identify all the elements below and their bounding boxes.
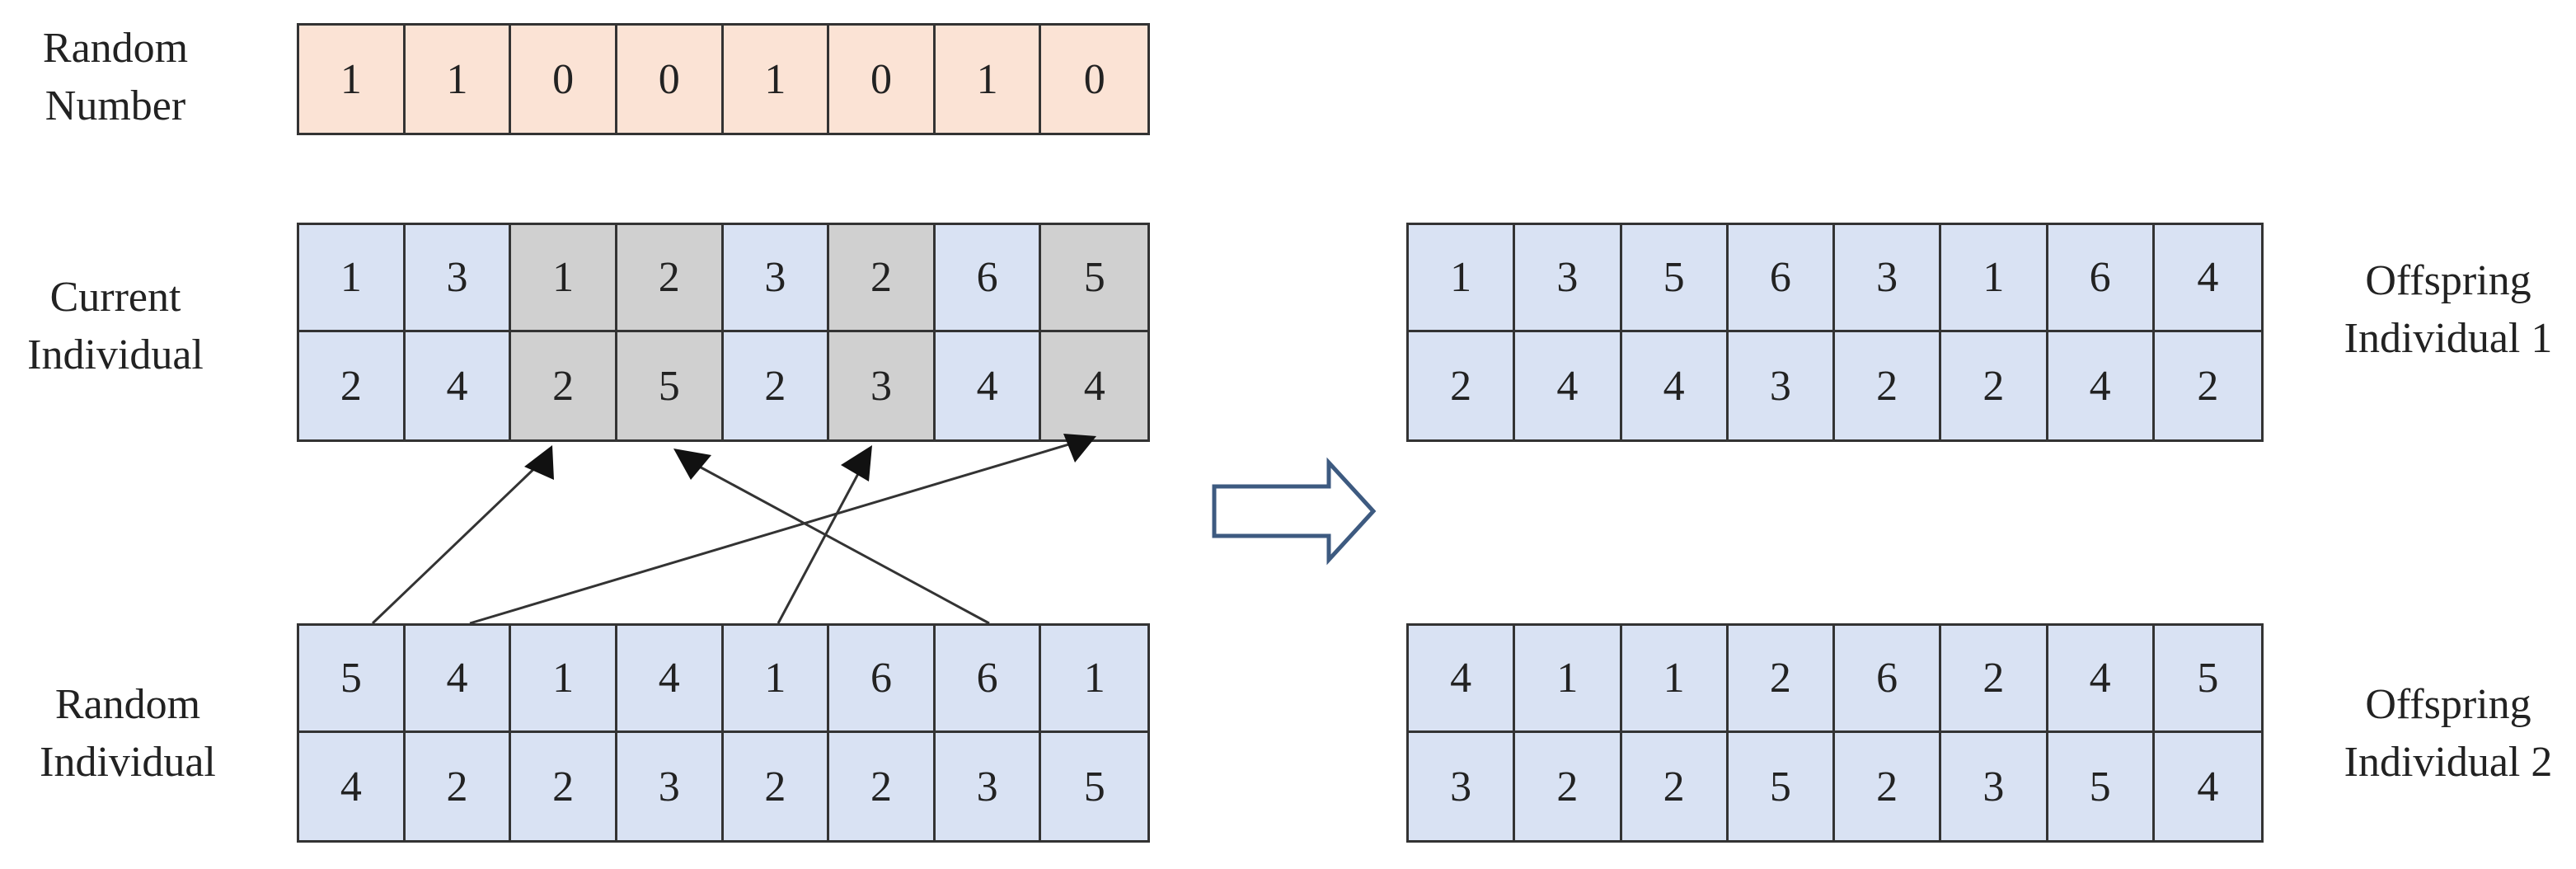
random-individual-cell: 2 (405, 733, 512, 840)
offspring-1-cell: 1 (1941, 225, 2048, 332)
random-individual-cell: 2 (829, 733, 936, 840)
arrowhead-col8 (1063, 434, 1096, 463)
label-offspring-individual-1: Offspring Individual 1 (2344, 257, 2553, 362)
offspring-1-cell: 2 (2154, 332, 2261, 439)
random-individual-cell: 6 (935, 626, 1042, 733)
offspring-2-cell: 1 (1621, 626, 1729, 733)
arrowhead-col4 (673, 449, 711, 480)
random-individual-cell: 1 (723, 626, 830, 733)
arrowhead-col3 (524, 445, 554, 480)
current-individual-cell: 6 (935, 225, 1042, 332)
offspring-1-cell: 4 (2048, 332, 2155, 439)
random-individual-cell: 3 (617, 733, 724, 840)
label-random-individual: Random Individual (40, 681, 216, 786)
offspring-1-cell: 5 (1621, 225, 1729, 332)
current-individual-cell: 1 (511, 225, 617, 332)
arrowhead-col6 (841, 445, 872, 481)
current-individual-cell: 4 (935, 332, 1042, 439)
random-individual-cell: 2 (511, 733, 617, 840)
random-individual-cell: 5 (299, 626, 406, 733)
label-random-number: Random Number (42, 25, 189, 129)
block-arrow-icon (1212, 457, 1377, 566)
random-individual-cell: 6 (829, 626, 936, 733)
offspring-2-cell: 2 (1515, 733, 1622, 840)
random-number-cell: 0 (1041, 26, 1147, 133)
random-individual-cell: 2 (723, 733, 830, 840)
random-individual-cell: 1 (1041, 626, 1147, 733)
random-number-cell: 0 (617, 26, 724, 133)
offspring-2-cell: 2 (1728, 626, 1835, 733)
random-individual-cell: 1 (511, 626, 617, 733)
offspring-1-cell: 2 (1409, 332, 1516, 439)
offspring-1-cell: 2 (1835, 332, 1942, 439)
offspring-2-cell: 5 (1728, 733, 1835, 840)
offspring-2-cell: 2 (1941, 626, 2048, 733)
offspring-1-cell: 6 (2048, 225, 2155, 332)
current-individual-cell: 4 (1041, 332, 1147, 439)
random-individual-cell: 3 (935, 733, 1042, 840)
random-number-cell: 1 (723, 26, 830, 133)
current-individual-cell: 2 (617, 225, 724, 332)
offspring-1-cell: 6 (1728, 225, 1835, 332)
offspring-2-cell: 4 (1409, 626, 1516, 733)
current-individual-cell: 3 (405, 225, 512, 332)
arrow-gene7-to-col4 (683, 457, 990, 625)
label-current-individual: Current Individual (27, 274, 204, 378)
random-number-cell: 0 (829, 26, 936, 133)
current-individual-cell: 2 (723, 332, 830, 439)
current-individual-cell: 1 (299, 225, 406, 332)
offspring-1-cell: 3 (1728, 332, 1835, 439)
offspring-1-cell: 4 (1515, 332, 1622, 439)
random-individual-cell: 4 (405, 626, 512, 733)
offspring-1-cell: 4 (2154, 225, 2261, 332)
random-individual-cell: 4 (299, 733, 406, 840)
offspring-2-cell: 4 (2154, 733, 2261, 840)
label-offspring-individual-2: Offspring Individual 2 (2344, 681, 2553, 786)
offspring-2-cell: 5 (2048, 733, 2155, 840)
offspring-1-cell: 3 (1835, 225, 1942, 332)
arrow-gene1-to-col3 (371, 457, 547, 625)
current-individual-cell: 3 (723, 225, 830, 332)
current-individual-cell: 5 (617, 332, 724, 439)
offspring-2-cell: 3 (1941, 733, 2048, 840)
random-individual-cell: 4 (617, 626, 724, 733)
random-number-cell: 0 (511, 26, 617, 133)
random-number-cell: 1 (935, 26, 1042, 133)
offspring-1-cell: 1 (1409, 225, 1516, 332)
random-number-cell: 1 (405, 26, 512, 133)
offspring-1-cell: 2 (1941, 332, 2048, 439)
current-individual-cell: 2 (511, 332, 617, 439)
offspring-2-cell: 1 (1515, 626, 1622, 733)
random-individual-cell: 5 (1041, 733, 1147, 840)
current-individual-cell: 3 (829, 332, 936, 439)
offspring-2-cell: 5 (2154, 626, 2261, 733)
offspring-1-cell: 4 (1621, 332, 1729, 439)
offspring-2-cell: 3 (1409, 733, 1516, 840)
current-individual-cell: 2 (829, 225, 936, 332)
offspring-1-cell: 3 (1515, 225, 1622, 332)
offspring-2-cell: 4 (2048, 626, 2155, 733)
current-individual-cell: 4 (405, 332, 512, 439)
offspring-2-cell: 6 (1835, 626, 1942, 733)
offspring-2-cell: 2 (1621, 733, 1729, 840)
current-individual-cell: 2 (299, 332, 406, 439)
current-individual-cell: 5 (1041, 225, 1147, 332)
arrow-gene2-to-col8 (469, 437, 1089, 625)
random-number-cell: 1 (299, 26, 406, 133)
arrow-gene5-to-col6 (777, 458, 868, 624)
offspring-2-cell: 2 (1835, 733, 1942, 840)
